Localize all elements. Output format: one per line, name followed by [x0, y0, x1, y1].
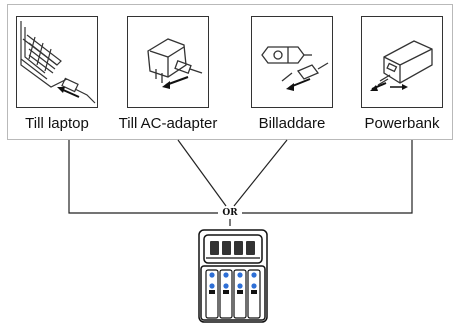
powerbank-icon [370, 40, 433, 91]
source-ac-adapter-box [127, 16, 209, 108]
car-charger-icon [261, 46, 329, 91]
source-label-powerbank: Powerbank [364, 115, 440, 132]
ac-adapter-icon [147, 38, 203, 89]
source-label-ac-adapter: Till AC-adapter [118, 115, 218, 132]
power-sources-panel: Till laptop Till AC-adapter [7, 4, 453, 140]
source-label-laptop: Till laptop [25, 115, 89, 132]
source-powerbank-box [361, 16, 443, 108]
or-label: OR [219, 208, 241, 219]
battery-charger-icon [198, 229, 268, 323]
source-laptop-box [16, 16, 98, 108]
source-label-car-charger: Billaddare [258, 115, 326, 132]
laptop-usb-icon [20, 21, 96, 104]
source-car-charger-box [251, 16, 333, 108]
